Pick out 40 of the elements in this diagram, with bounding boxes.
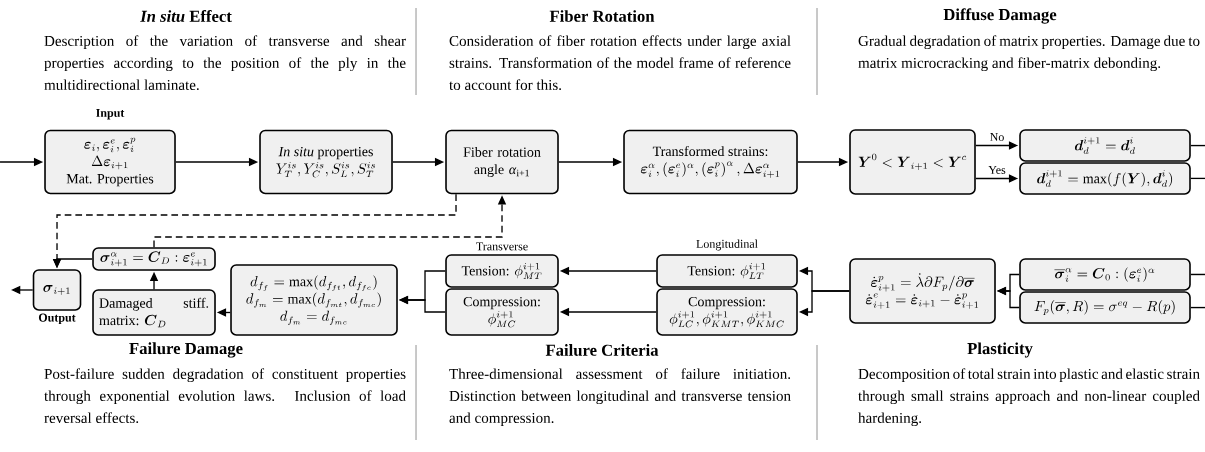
section-heading: Failure Damage [129,342,243,358]
process-box: Fiber rotation angle α$_{i+1}$ [445,129,559,195]
section-heading: In situ Effect [140,10,232,22]
edge-label: No [988,131,1006,143]
section-heading: Plasticity [967,342,1033,358]
process-box: $\text{Tension: }\phi_{LT}^{i+1}$ [656,254,798,288]
description-text: Decomposition of total strain into plastic and elastic strain through small strains approach and non-linear coupled hardening. [858,368,1200,427]
output-box: $\boldsymbol{\sigma}_{i+1}$ [32,269,82,311]
input-box: $\boldsymbol{\varepsilon}_i, \boldsymbol{\varepsilon}_i^e, \boldsymbol{\varepsilon}_i^p$ $\Delta\boldsymbol{\varepsilon}_{i+1}$ Mat. Properties [44,129,176,195]
process-box: $\boldsymbol{d}_d^{i+1} = \boldsymbol{d}_d^{i}$ [1019,129,1191,162]
process-box: $\boldsymbol{\sigma}_{i+1}^\alpha = \boldsymbol{C}_D : \boldsymbol{\varepsilon}_{i+1}^e$ [92,247,216,271]
description-text: Description of the variation of transverse and shear properties according to the position of the ply in the multidirectional laminate. [44,35,406,91]
process-box: $\dot{\boldsymbol{\varepsilon}}_{i+1}^p = \dot{\lambda}\partial F_p/\partial\overline{\boldsymbol{\sigma}}$ $\dot{\boldsymbol{\varepsilon}}_{i+1}^e = \dot{\boldsymbol{\varepsilon}}_{i+1} - \dot{\boldsymbol{\varepsilon}}_{i+1}^p$ [849,258,996,324]
decision-box: $\boldsymbol{Y}^0 < \boldsymbol{Y}_{i+1} < \boldsymbol{Y}^c$ [849,129,976,195]
process-box: Damaged stiff. matrix: $\boldsymbol{C}_D$ [92,289,216,336]
group-label: Transverse [476,242,528,251]
process-box: $\overline{\boldsymbol{\sigma}}_i^\alpha = \boldsymbol{C}_0 : (\boldsymbol{\varepsilon}_i^e)^\alpha$ [1019,258,1191,291]
connector-line [1190,306,1205,309]
connector-line [1190,177,1205,180]
description-text: Three-dimensional assessment of failure initiation. Distinction between longitudinal and transverse tension and compression. [449,368,791,427]
box-caption: Input [96,109,125,120]
process-box: In situ properties $Y_T^{is}, Y_C^{is}, S_L^{is}, S_T^{is}$ [259,129,393,195]
connector-line [1190,144,1205,147]
description-text: Post-failure sudden degradation of constituent properties through exponential evolution laws. Inclusion of load reversal effects. [44,368,406,424]
process-box: $\boldsymbol{d}_d^{i+1} = \max(f(\boldsymbol{Y}), \boldsymbol{d}_d^{i})$ [1019,162,1191,195]
section-heading: Fiber Rotation [549,10,655,22]
process-box: $d_{f_f} = \max(d_{f_{ft}}, d_{f_{fc}})$ $d_{f_m} = \max(d_{f_{mt}}, d_{f_{mc}})$ $d_{f_m} = d_{f_{mc}}$ [230,264,398,336]
description-text: Consideration of fiber rotation effects under large axial strains. Transformation of the model frame of reference to account for this. [449,35,791,91]
process-box: $F_p(\overline{\boldsymbol{\sigma}}, R) = \sigma^{eq} - R(p)$ [1019,291,1191,324]
connector-line [1190,273,1205,276]
process-box: Compression: $\phi_{MC}^{i+1}$ [445,288,559,336]
box-caption: Output [38,313,76,325]
process-box: Compression: $\phi_{LC}^{i+1}, \phi_{KMT}^{i+1}, \phi_{KMC}^{i+1}$ [656,288,798,336]
process-box: $\text{Tension: }\phi_{MT}^{i+1}$ [445,254,559,288]
group-label: Longitudinal [696,239,758,251]
process-box: Transformed strains: $\boldsymbol{\varepsilon}_i^\alpha, (\boldsymbol{\varepsilon}_i^e)^\alpha, \left(\boldsymbol{\varepsilon}_i^p\right)^\alpha, \Delta\boldsymbol{\varepsilon}_{i+1}^\alpha$ [623,129,798,195]
section-heading: Failure Criteria [545,344,659,356]
edge-label: Yes [986,164,1008,176]
section-heading: Diffuse Damage [943,8,1057,24]
description-text: Gradual degradation of matrix properties. Damage due to matrix microcracking and fiber-matrix debonding. [858,35,1200,72]
